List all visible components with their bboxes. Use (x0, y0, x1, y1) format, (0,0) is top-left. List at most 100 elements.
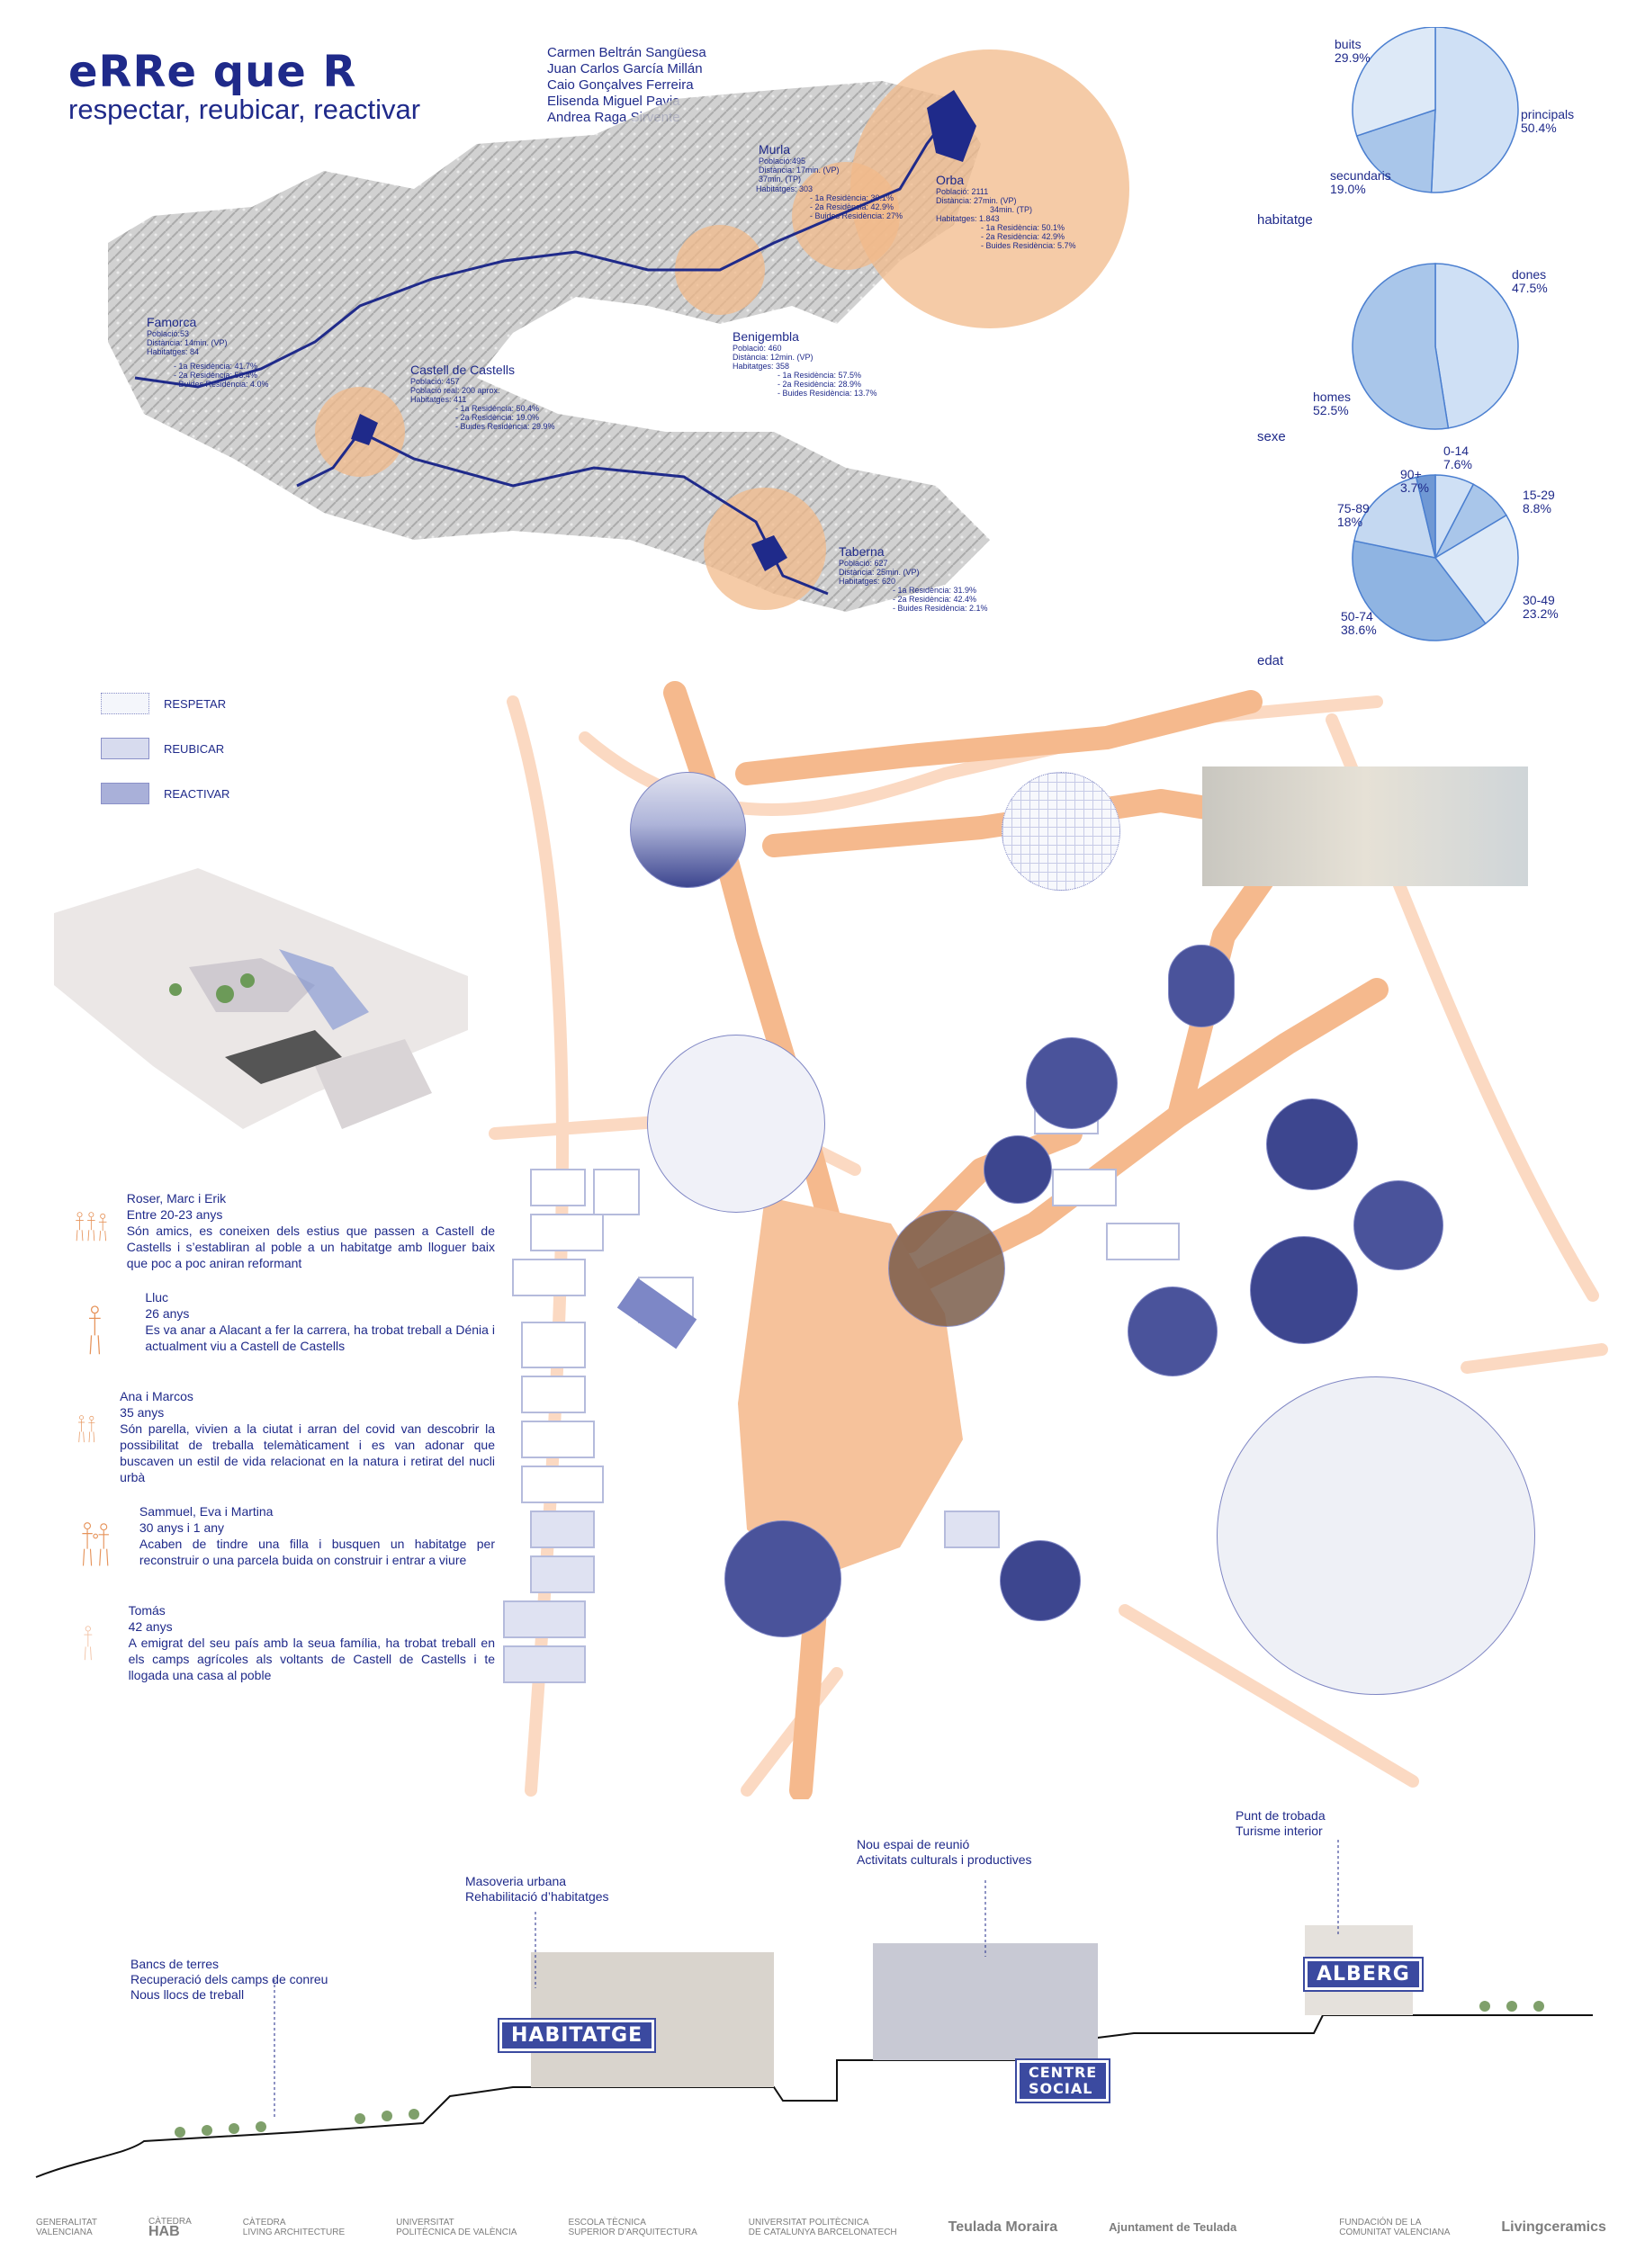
sexe-slice-dones (1434, 263, 1519, 429)
murla-circle (792, 162, 900, 270)
tarberna-town-shape (751, 535, 787, 571)
plan-detail-circle (647, 1035, 825, 1213)
town-tarberna: Taberna Població: 627 Distància: 25min. … (839, 544, 988, 613)
sexe-slice-homes (1352, 263, 1450, 430)
persona-figures-icon (76, 1212, 107, 1242)
legend-reactivar: REACTIVAR (101, 783, 229, 804)
town-name: Taberna (839, 544, 885, 559)
persona-couple-icon (78, 1415, 95, 1443)
legend-swatch (101, 783, 149, 804)
intervention-legend: RESPETAR REUBICAR REACTIVAR (101, 693, 229, 804)
town-orba: Orba Població: 2111 Distància: 27min. (V… (936, 173, 1076, 250)
town-famorca: Famorca Població:53 Distància: 14min. (V… (147, 315, 269, 389)
valley-photo-circle (888, 1210, 1005, 1327)
town-name: Murla (759, 142, 791, 157)
building-photo-circle (1168, 945, 1235, 1027)
town-castell: Castell de Castells Població: 457 Poblac… (410, 363, 555, 431)
town-murla-stats: Habitatges: 303 - 1a Residència: 30.1% -… (756, 184, 903, 220)
statistics-pies (1352, 27, 1519, 641)
town-name: Orba (936, 173, 965, 187)
habitatge-slice-principals (1430, 27, 1519, 193)
persona-family-icon (82, 1522, 109, 1566)
legend-reubicar: REUBICAR (101, 738, 229, 759)
door-photo-circle (1353, 1180, 1443, 1270)
logo-living-ceramics: Livingceramics (1501, 2219, 1606, 2235)
facade-photo-circle (1266, 1098, 1358, 1190)
habitatge-slice-secundaris (1355, 108, 1436, 193)
legend-swatch (101, 693, 149, 714)
regional-map (108, 49, 1129, 612)
author: Caio Gonçalves Ferreira (547, 77, 694, 93)
road-route (134, 107, 956, 389)
logo-teulada-moraira: Teulada Moraira (948, 2219, 1058, 2235)
author: Carmen Beltrán Sangüesa (547, 45, 706, 60)
town-name: Castell de Castells (410, 363, 515, 377)
terrain-line (35, 2014, 1593, 2178)
road-route-south (359, 430, 829, 596)
edat-slice-90- (1415, 474, 1436, 559)
urban-plan (489, 681, 1608, 1799)
reactivar-building (616, 1277, 697, 1349)
orba-circle (850, 49, 1129, 328)
logo-catedra-hab: càtedrahab (148, 2217, 192, 2239)
edat-slice-30-49 (1434, 514, 1519, 625)
author: Elisenda Miguel Pavia (547, 94, 680, 109)
orba-town-shape (927, 90, 976, 162)
town-name: Benigembla (733, 329, 799, 344)
centre-social-building (873, 1943, 1098, 2060)
pie-label-90plus: 90+3.7% (1400, 467, 1429, 495)
author: Juan Carlos García Millán (547, 61, 703, 76)
chart-title-sexe: sexe (1257, 429, 1286, 444)
edat-slice-75-89 (1353, 476, 1437, 559)
alley-photo-circle (1128, 1286, 1218, 1376)
tree-photo-circle (724, 1520, 841, 1637)
site-photo-collage (1202, 766, 1528, 886)
label-habitatge: HABITATGE (497, 2018, 657, 2053)
persona-figure-icon (84, 1626, 93, 1661)
square-plan-circle (1217, 1376, 1535, 1695)
chart-title-habitatge: habitatge (1257, 212, 1313, 228)
town-murla: Murla Població:495 Distància: 17min. (VP… (759, 142, 840, 184)
shop-photo-circle (1000, 1540, 1081, 1621)
axonometric-view (54, 868, 468, 1129)
detail-grid-circle (1002, 772, 1120, 891)
label-alberg: ALBERG (1303, 1957, 1424, 1992)
town-benigembla: Benigembla Població: 460 Distància: 12mi… (733, 329, 877, 398)
poster-title: eRRe que R (68, 47, 357, 97)
landscape-photo-circle (630, 772, 746, 888)
town-name: Famorca (147, 315, 197, 329)
chart-title-edat: edat (1257, 653, 1284, 668)
road-branch (296, 431, 362, 488)
house-photo-circle (1250, 1236, 1358, 1344)
castell-town-shape (351, 414, 378, 445)
mountain-relief (108, 81, 990, 612)
legend-swatch (101, 738, 149, 759)
persona-figure-icon (89, 1305, 101, 1355)
